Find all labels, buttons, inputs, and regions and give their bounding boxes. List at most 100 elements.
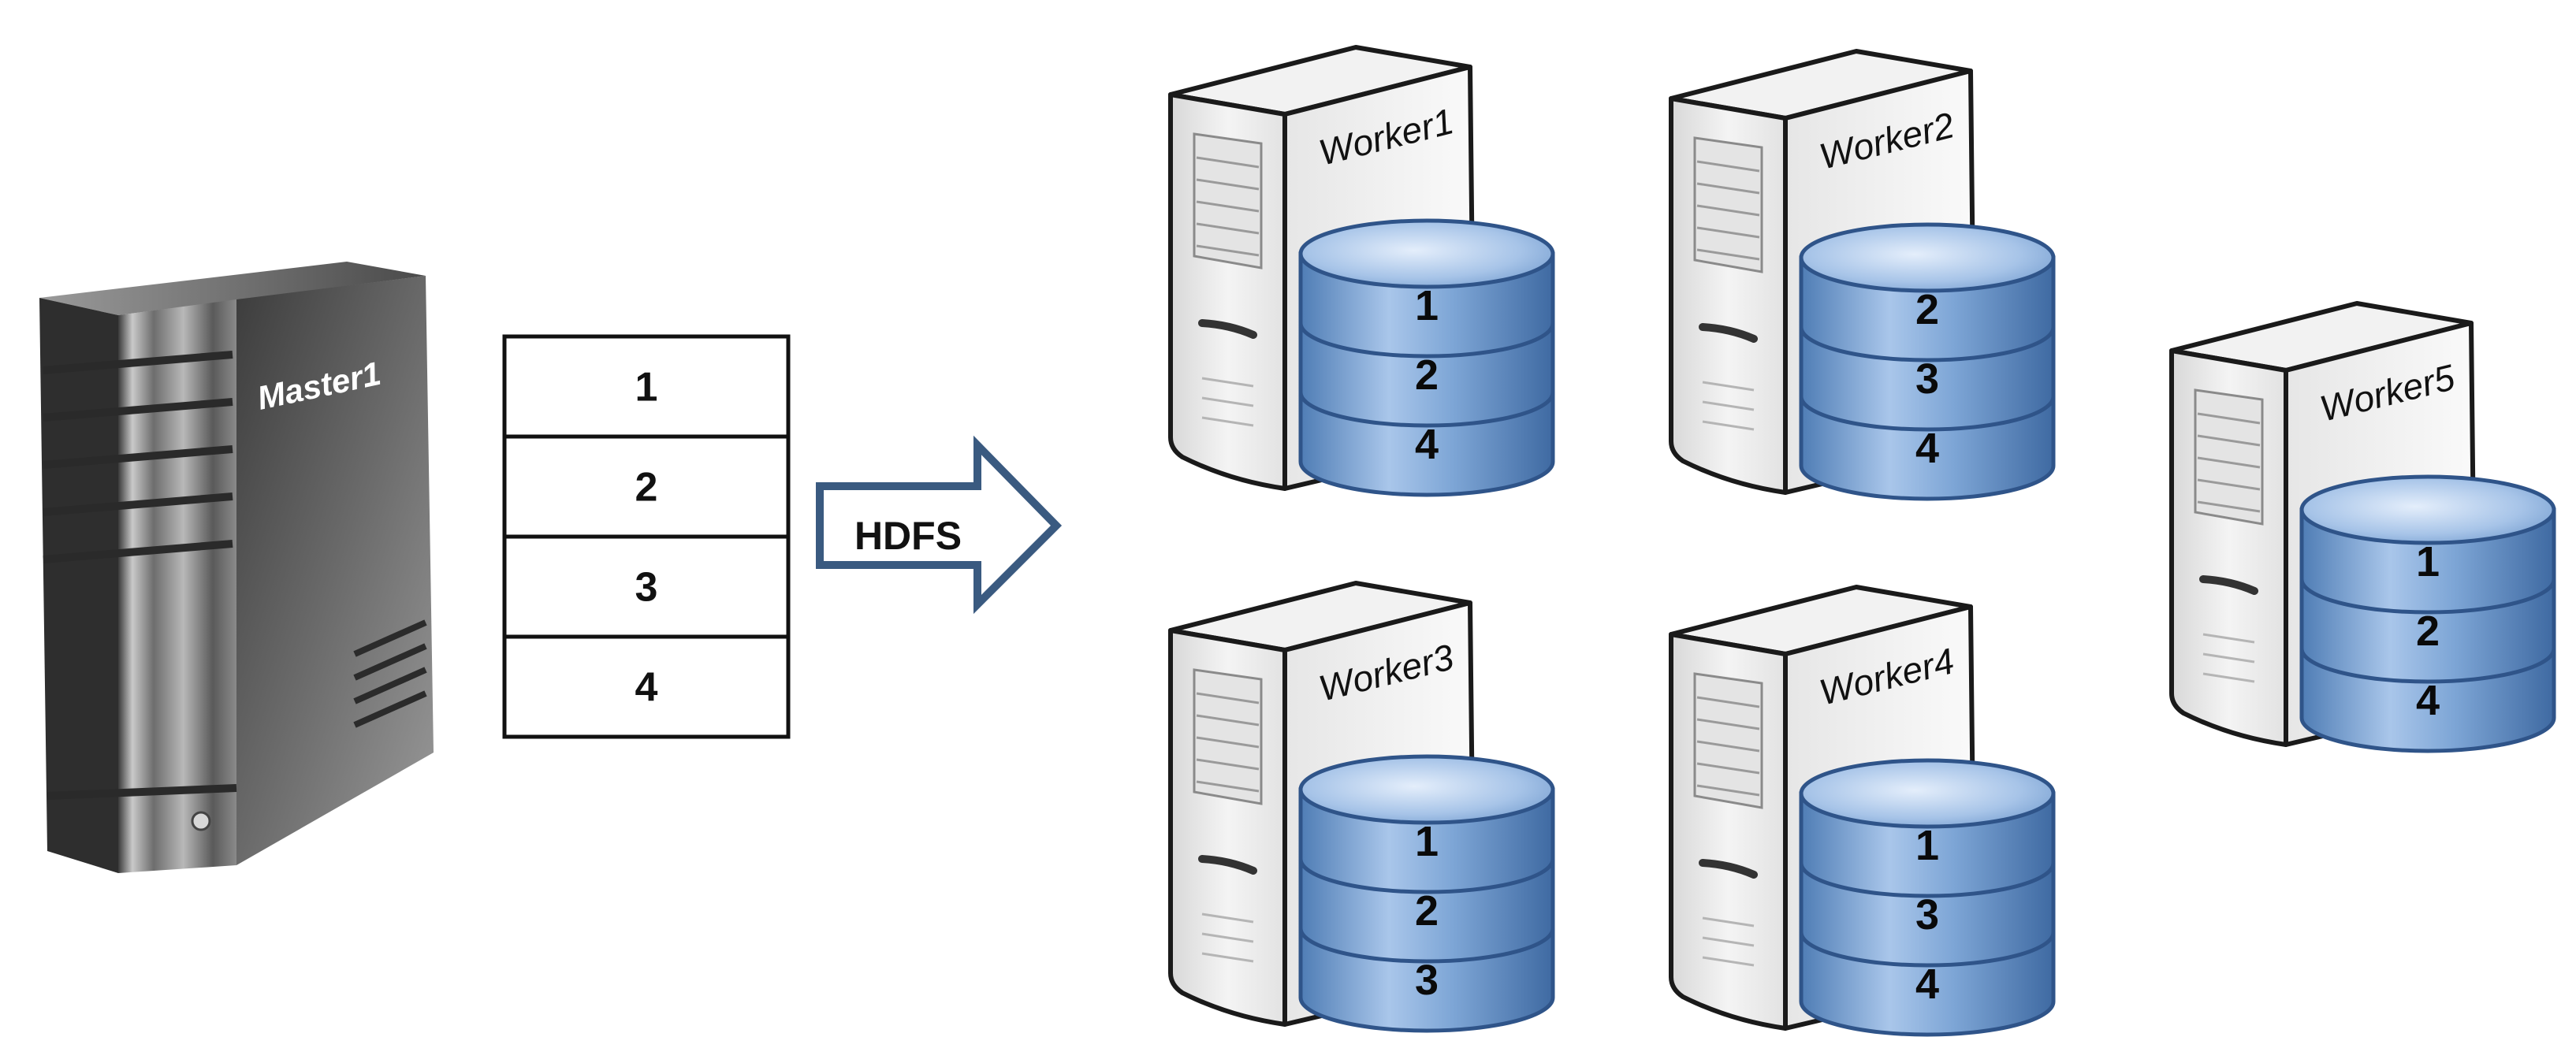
server-vent-line [1201,416,1254,427]
server-drive-slot [1696,182,1760,195]
disk-block-label: 2 [1915,286,1939,333]
master-left-face [39,298,118,873]
disk-top [1298,218,1555,289]
file-block-label: 3 [635,565,658,611]
disk-band-separator [2299,578,2556,615]
disk-band-separator [1298,858,1555,894]
hdfs-arrow-label: HDFS [854,514,962,558]
disk-top [1799,758,2056,829]
master-power-button [191,811,211,831]
server-vent-line [1201,396,1254,407]
hdfs-arrow: HDFS [816,435,1063,615]
disk-body [1298,787,1555,1033]
server-vent-line [1702,381,1755,392]
file-block [502,634,791,739]
server-drive-slot [1696,762,1760,775]
server-drive-slot [1696,248,1760,261]
disk-top [1298,754,1555,825]
server-drive-slot [1196,222,1260,235]
server-drive-slot [2197,456,2261,469]
server-vent-line [1201,952,1254,963]
server-drive-slot [1196,780,1260,793]
server-drive-slot [1196,758,1260,771]
disk-block-label: 2 [1415,887,1439,935]
server-drive-slot [2197,500,2261,513]
disk-stack: 2 3 4 [1799,222,2056,501]
disk-stack: 124 [1298,218,1555,497]
disk-block-label: 4 [1415,421,1439,468]
disk-stack: 134 [1799,758,2056,1037]
server-drive-slot [2197,412,2261,425]
master-top-face [39,262,426,315]
server-vent-line [1702,956,1755,967]
server-drive-panel [1193,668,1263,805]
server-drive-panel [1693,672,1763,809]
server-drive-panel [1693,136,1763,273]
hdfs-arrow-shape [816,435,1063,615]
server-vent-line [1201,377,1254,388]
disk-body [1298,251,1555,497]
file-block-label: 2 [635,465,658,511]
disk-block-label: 1 [1415,282,1439,329]
server-vent-line [1702,400,1755,411]
disk-band-separator [1298,927,1555,964]
master-server: Master1 [39,262,434,873]
server-disk-slot [1198,319,1257,339]
server-vent-line [1702,916,1755,927]
server-vent-line [1702,936,1755,947]
disk-band-separator [1799,326,2056,362]
disk-stack: 124 [2299,474,2556,753]
disk-band-separator [1298,392,1555,428]
disk-block-label: 4 [1915,961,1939,1008]
disk-band-separator [2299,648,2556,684]
server-drive-slot [1696,226,1760,239]
server-vent-line [1702,420,1755,431]
master-front-face [118,299,236,873]
master-vent-slots [353,619,427,728]
disk-block-label: 3 [1415,957,1439,1004]
server-disk-slot [1699,859,1758,879]
disk-band-separator [1799,931,2056,968]
server-drive-panel [2194,388,2264,526]
server-vent-line [2202,652,2255,663]
disk-block-label: 1 [1915,822,1939,869]
disk-top [2299,474,2556,545]
server-disk-slot [1699,323,1758,343]
server-vent-line [1201,932,1254,943]
disk-block-label: 1 [2416,538,2440,585]
disk-band-separator [1298,322,1555,359]
master-side-face [236,276,434,865]
disk-body [1799,791,2056,1037]
server-drive-slot [1696,784,1760,797]
server-drive-slot [1196,692,1260,704]
disk-block-label: 3 [1915,355,1939,403]
server-disk-slot [2199,575,2258,595]
disk-body [2299,507,2556,753]
file-block [502,434,791,539]
server-drive-slot [1696,718,1760,730]
server-drive-slot [1196,714,1260,727]
disk-block-label: 2 [2416,608,2440,655]
server-drive-slot [1196,178,1260,191]
disk-block-label: 4 [1915,425,1939,472]
disk-band-separator [1799,396,2056,432]
server-drive-slot [1196,736,1260,749]
server-drive-panel [1193,132,1263,269]
master-drive-bays [43,351,237,800]
server-drive-slot [1196,200,1260,213]
server-drive-slot [1696,160,1760,173]
server-vent-line [1201,912,1254,924]
server-drive-slot [1696,740,1760,753]
disk-stack: 1 2 3 [1298,754,1555,1033]
server-drive-slot [2197,478,2261,491]
disk-block-label: 1 [1415,818,1439,865]
file-block-label: 4 [635,665,658,711]
server-drive-slot [1696,204,1760,217]
